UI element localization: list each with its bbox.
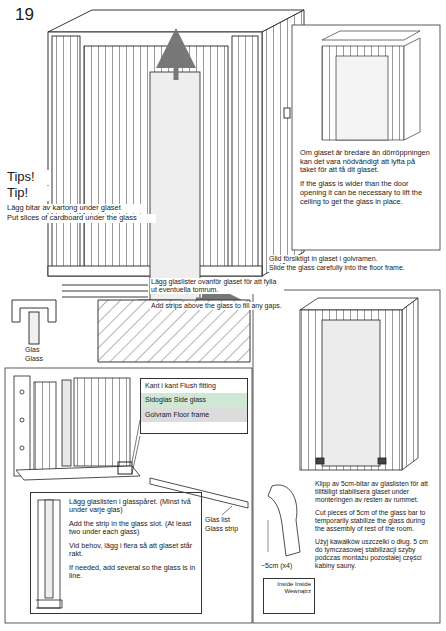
instruction-text: Vid behov, lägg i flera så att glaset st… xyxy=(69,542,196,559)
instruction-text: Lägg glaslisten i glasspåret. (Minst två… xyxy=(69,498,196,515)
tip-heading: Tip! xyxy=(6,186,51,201)
instruction-text: If the glass is wider than the door open… xyxy=(300,180,432,206)
wall-corner-detail xyxy=(14,376,140,480)
instruction-box: Lägg glaslisten i glasspåret. (Minst två… xyxy=(30,492,202,614)
strip-piece xyxy=(268,485,300,556)
inside-box: Inside Inside Wewnątrz xyxy=(263,578,315,614)
instruction-text: Kant i kant Flush fitting xyxy=(141,379,247,393)
instruction-text: Klipp av 5cm-bitar av glaslisten för att… xyxy=(315,480,434,504)
instruction-text: Add the strip in the glass slot. (At lea… xyxy=(69,520,196,537)
note-panel: Om glaset är bredare än dörröppningen ka… xyxy=(292,25,440,250)
part-name: Glas list xyxy=(204,516,250,524)
instruction-text: Sidoglas Side glass xyxy=(141,393,247,407)
instruction-text: Lägg glaslister ovanför glaset för att f… xyxy=(150,278,284,294)
step-number: 19 xyxy=(14,5,44,25)
tip-text: Put slices of cardboard under the glass xyxy=(6,214,156,223)
part-name: Glass strip xyxy=(204,525,250,533)
tip-heading: Tips! xyxy=(6,170,51,185)
lifted-roof-sauna xyxy=(322,31,420,140)
instruction-text: If needed, add several so the glass is i… xyxy=(69,564,196,581)
instruction-text: Użyj kawałków uszczelki o dług. 5 cm do … xyxy=(315,538,434,570)
part-name: Glass xyxy=(24,355,54,363)
flush-fitting-box: Kant i kant Flush fittingSidoglas Side g… xyxy=(140,378,248,434)
dimension: ~5cm (x4) xyxy=(260,562,310,570)
instruction-text: Om glaset är bredare än dörröppningen ka… xyxy=(300,149,432,175)
glass-strip xyxy=(150,478,248,515)
strip-in-slot-profile xyxy=(36,500,62,608)
instruction-text: Add strips above the glass to fill any g… xyxy=(150,302,284,310)
glass-strip-detail xyxy=(12,285,250,362)
instruction-text: Golvram Floor frame xyxy=(141,408,247,422)
sauna-with-glass xyxy=(300,298,418,470)
stabilize-panel: Klipp av 5cm-bitar av glaslisten för att… xyxy=(253,290,440,623)
instruction-text: Cut pieces of 5cm of the glass bar to te… xyxy=(315,509,434,533)
instruction-text: Slide the glass carefully into the floor… xyxy=(268,264,442,272)
instruction-text: Inside Inside Wewnątrz xyxy=(267,581,311,595)
part-name: Glas xyxy=(24,346,54,354)
instruction-text: Glid försiktigt in glaset i golvramen. xyxy=(268,255,442,263)
tip-text: Lägg bitar av kartong under glaset xyxy=(6,204,146,213)
